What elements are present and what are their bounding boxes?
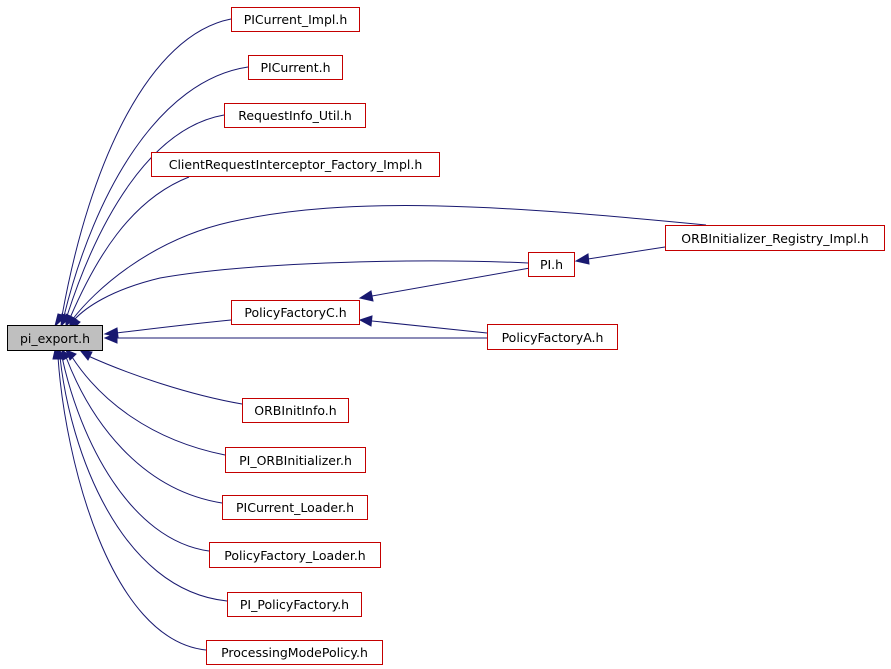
node-pi[interactable]: PI.h — [528, 252, 575, 277]
arrowhead — [358, 290, 374, 302]
node-label: PICurrent_Impl.h — [243, 12, 348, 27]
node-label: ORBInitializer_Registry_Impl.h — [681, 230, 869, 246]
node-pi-orbinitializer[interactable]: PI_ORBInitializer.h — [225, 447, 366, 473]
node-label: PICurrent.h — [260, 60, 331, 75]
node-label: ClientRequestInterceptor_Factory_Impl.h — [168, 157, 423, 172]
node-label: PI.h — [539, 257, 564, 272]
node-label: PICurrent_Loader.h — [236, 500, 354, 515]
edge-requestinfo-util — [66, 114, 225, 317]
node-root-pi-export: pi_export.h — [7, 325, 103, 351]
node-processingmodepolicy[interactable]: ProcessingModePolicy.h — [206, 640, 383, 665]
edge-picurrent-impl — [61, 18, 232, 317]
node-label: ProcessingModePolicy.h — [221, 645, 368, 660]
node-policyfactory-loader[interactable]: PolicyFactory_Loader.h — [209, 542, 381, 568]
node-policyfactorya[interactable]: PolicyFactoryA.h — [487, 324, 618, 350]
edge-pi — [73, 260, 529, 321]
edge-pi-to-policyfactoryc — [371, 267, 531, 297]
edge-picurrent-loader — [65, 356, 223, 504]
node-label: PolicyFactory_Loader.h — [224, 547, 366, 563]
edge-picurrent — [63, 66, 249, 317]
node-requestinfo-util[interactable]: RequestInfo_Util.h — [224, 103, 366, 128]
edge-pi-policyfactory — [59, 356, 228, 602]
edge-policyfactoryc — [115, 319, 232, 334]
arrowhead — [70, 316, 81, 327]
edge-clientrequestinterceptor — [69, 176, 190, 319]
node-picurrent-loader[interactable]: PICurrent_Loader.h — [222, 495, 368, 520]
edge-policyfactorya-to-policyfactoryc — [371, 320, 488, 334]
node-label: PI_PolicyFactory.h — [239, 597, 350, 612]
edge-processingmodepolicy — [57, 356, 207, 651]
arrowhead — [52, 348, 62, 360]
node-picurrent-impl[interactable]: PICurrent_Impl.h — [231, 7, 360, 32]
edge-pi-orbinitializer — [71, 356, 226, 456]
node-label: pi_export.h — [19, 330, 91, 346]
node-label: PolicyFactoryA.h — [501, 329, 604, 345]
node-policyfactoryc[interactable]: PolicyFactoryC.h — [231, 300, 360, 325]
node-clientrequestinterceptor-factory-impl[interactable]: ClientRequestInterceptor_Factory_Impl.h — [151, 152, 440, 177]
node-label: ORBInitInfo.h — [254, 403, 337, 418]
node-pi-policyfactory[interactable]: PI_PolicyFactory.h — [227, 592, 362, 617]
node-label: RequestInfo_Util.h — [238, 108, 352, 123]
edge-orbinitinfo — [85, 354, 243, 405]
node-orbinitializer-registry-impl[interactable]: ORBInitializer_Registry_Impl.h — [665, 225, 885, 251]
arrowhead — [358, 315, 373, 327]
node-orbinitinfo[interactable]: ORBInitInfo.h — [242, 398, 349, 423]
edge-policyfactory-loader — [61, 356, 210, 552]
edge-orbinitializer-registry — [71, 205, 707, 321]
arrowhead — [78, 349, 93, 361]
node-label: PolicyFactoryC.h — [244, 305, 347, 320]
node-picurrent[interactable]: PICurrent.h — [248, 55, 343, 80]
edge-registry-to-pi — [587, 246, 666, 260]
node-label: PI_ORBInitializer.h — [239, 452, 352, 468]
arrowhead — [103, 332, 118, 344]
arrowhead — [574, 253, 590, 265]
